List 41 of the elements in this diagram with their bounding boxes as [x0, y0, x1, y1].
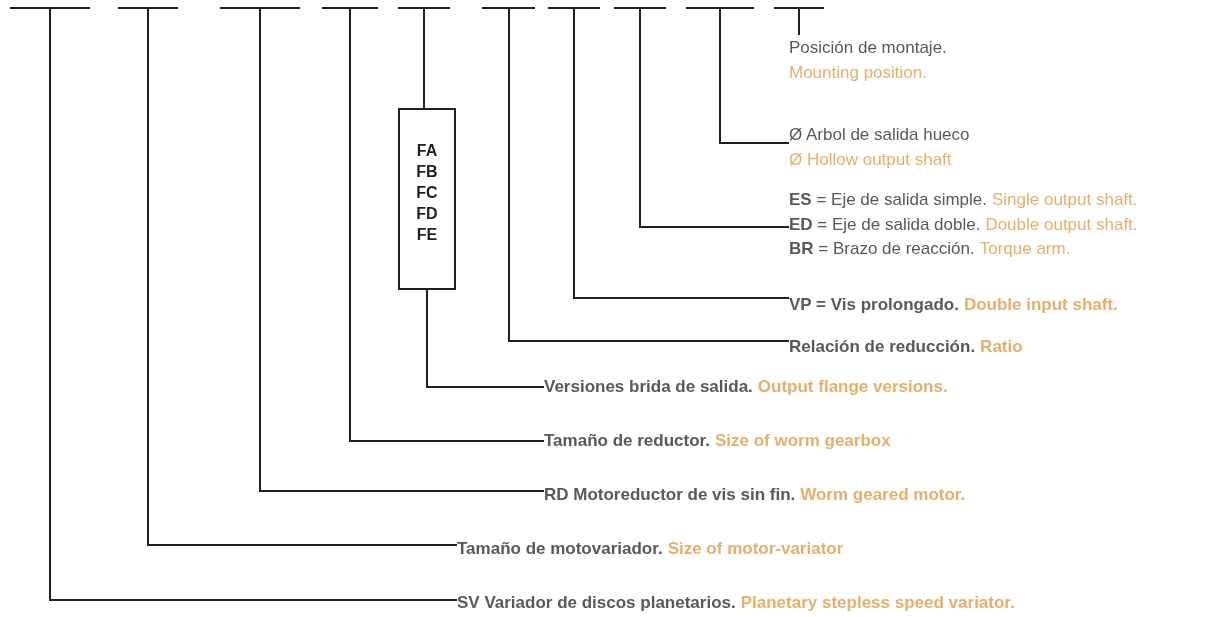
spanish-label: Ø Arbol de salida hueco [789, 124, 970, 146]
leader-line [798, 8, 800, 36]
spanish-label: BR = Brazo de reacción. [789, 238, 975, 260]
spanish-label: Posición de montaje. [789, 37, 947, 59]
english-label: Output flange versions. [757, 376, 948, 398]
leader-line [349, 8, 545, 442]
english-label: Planetary stepless speed variator. [740, 592, 1015, 614]
spanish-label: ED = Eje de salida doble. [789, 213, 981, 236]
english-label: Ratio [980, 336, 1023, 358]
option-code: FE [416, 225, 438, 245]
english-label: Torque arm. [979, 238, 1071, 260]
spanish-label: VP = Vis prolongado. [789, 294, 959, 316]
spanish-label: RD Motoreductor de vis sin fin. [544, 484, 796, 506]
english-label: Mounting position. [789, 62, 927, 84]
spanish-label: Tamaño de reductor. [544, 430, 710, 452]
leader-line [426, 289, 545, 388]
spanish-label: ES = Eje de salida simple. [789, 189, 987, 211]
leader-line [573, 8, 790, 299]
spanish-label: Versiones brida de salida. [544, 376, 753, 398]
english-label: Size of motor-variator [667, 538, 844, 560]
english-label: Ø Hollow output shaft [789, 149, 952, 171]
english-label: Worm geared motor. [800, 484, 966, 506]
leader-line [147, 8, 458, 546]
leader-line [508, 8, 790, 342]
leader-line [49, 8, 458, 601]
english-label: Double input shaft. [963, 294, 1118, 316]
leader-line [639, 8, 790, 228]
english-label: Size of worm gearbox [714, 430, 891, 452]
leader-line [423, 8, 425, 109]
option-code: FA [416, 141, 438, 161]
options-box [398, 108, 456, 290]
leader-line [719, 8, 790, 144]
english-label: Single output shaft. [992, 189, 1138, 211]
option-code: FB [416, 162, 438, 182]
spanish-label: SV Variador de discos planetarios. [457, 592, 736, 614]
spanish-label: Tamaño de motovariador. [457, 538, 663, 560]
spanish-label: Relación de reducción. [789, 336, 976, 358]
option-code: FD [416, 204, 438, 224]
leader-line [259, 8, 545, 492]
english-label: Double output shaft. [985, 213, 1138, 236]
option-code: FC [416, 183, 438, 203]
